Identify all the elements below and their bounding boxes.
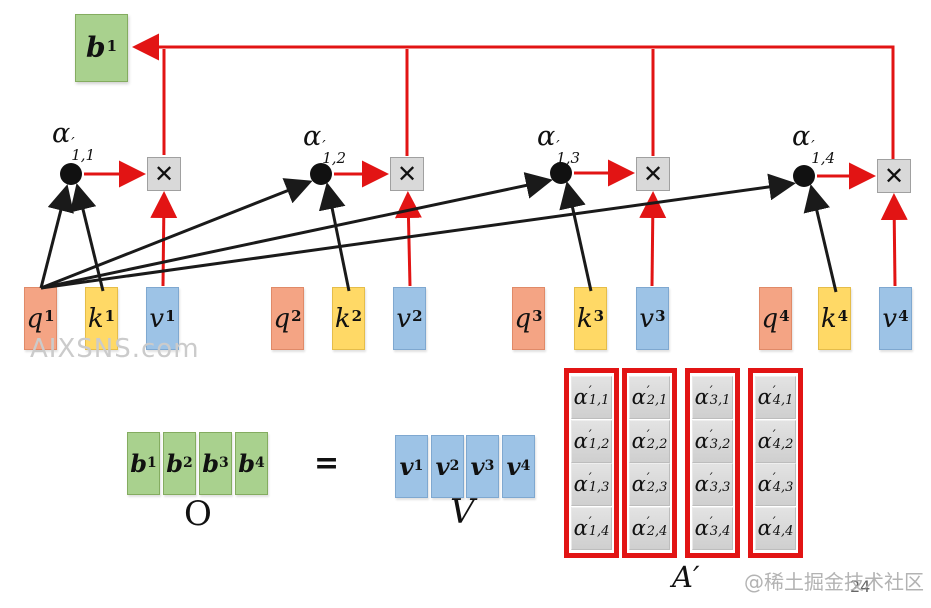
v1-box: v1 xyxy=(146,287,179,350)
watermark-left: AIXSNS.com xyxy=(30,334,200,364)
attention-dot-4 xyxy=(793,165,815,187)
matrix-column-4: α′4,1 α′4,2 α′4,3 α′4,4 xyxy=(748,368,803,558)
v-matrix-label: V xyxy=(450,492,475,532)
q1-box: q1 xyxy=(24,287,57,350)
alpha-1-2-label: α′1,2 xyxy=(303,121,347,167)
o-matrix-label: O xyxy=(184,494,212,534)
matrix-column-3: α′3,1 α′3,2 α′3,3 α′3,4 xyxy=(685,368,740,558)
matrix-cell-1-4: α′1,4 xyxy=(571,506,612,550)
k3-box: k3 xyxy=(574,287,607,350)
multiply-box-2: ✕ xyxy=(390,157,424,191)
matrix-cell-2-2: α′2,2 xyxy=(629,419,670,463)
matrix-cell-2-4: α′2,4 xyxy=(629,506,670,550)
k4-box: k4 xyxy=(818,287,851,350)
v-v4-box: v4 xyxy=(502,435,535,498)
v3-box: v3 xyxy=(636,287,669,350)
a-prime-matrix-label: A′ xyxy=(672,560,700,594)
k1-box: k1 xyxy=(85,287,118,350)
attention-dot-1 xyxy=(60,163,82,185)
o-b3-box: b3 xyxy=(199,432,232,495)
multiply-box-3: ✕ xyxy=(636,157,670,191)
matrix-cell-3-4: α′3,4 xyxy=(692,506,733,550)
watermark-right: @稀土掘金技术社区 xyxy=(744,570,924,594)
q4-box: q4 xyxy=(759,287,792,350)
matrix-cell-1-3: α′1,3 xyxy=(571,463,612,507)
v-v3-box: v3 xyxy=(466,435,499,498)
q3-box: q3 xyxy=(512,287,545,350)
matrix-column-1: α′1,1 α′1,2 α′1,3 α′1,4 xyxy=(564,368,619,558)
v-v1-box: v1 xyxy=(395,435,428,498)
multiply-box-4: ✕ xyxy=(877,159,911,193)
matrix-column-2: α′2,1 α′2,2 α′2,3 α′2,4 xyxy=(622,368,677,558)
page-number: 24 xyxy=(850,577,871,596)
b1-label: b1 xyxy=(85,31,117,64)
attention-dot-3 xyxy=(550,162,572,184)
alpha-1-4-label: α′1,4 xyxy=(792,121,836,167)
matrix-cell-1-2: α′1,2 xyxy=(571,419,612,463)
multiply-box-1: ✕ xyxy=(147,157,181,191)
matrix-cell-3-1: α′3,1 xyxy=(692,376,733,419)
o-b1-box: b1 xyxy=(127,432,160,495)
o-b4-box: b4 xyxy=(235,432,268,495)
o-b2-box: b2 xyxy=(163,432,196,495)
matrix-cell-3-2: α′3,2 xyxy=(692,419,733,463)
v2-box: v2 xyxy=(393,287,426,350)
matrix-cell-2-3: α′2,3 xyxy=(629,463,670,507)
v4-box: v4 xyxy=(879,287,912,350)
b1-output-box: b1 xyxy=(75,14,128,82)
k2-box: k2 xyxy=(332,287,365,350)
matrix-cell-4-2: α′4,2 xyxy=(755,419,796,463)
alpha-1-3-label: α′1,3 xyxy=(537,121,581,167)
equals-sign: = xyxy=(314,446,340,481)
matrix-cell-2-1: α′2,1 xyxy=(629,376,670,419)
alpha-1-1-label: α′1,1 xyxy=(52,118,96,164)
q2-box: q2 xyxy=(271,287,304,350)
v-v2-box: v2 xyxy=(431,435,464,498)
attention-dot-2 xyxy=(310,163,332,185)
matrix-cell-1-1: α′1,1 xyxy=(571,376,612,419)
matrix-cell-3-3: α′3,3 xyxy=(692,463,733,507)
matrix-cell-4-4: α′4,4 xyxy=(755,506,796,550)
matrix-cell-4-3: α′4,3 xyxy=(755,463,796,507)
matrix-cell-4-1: α′4,1 xyxy=(755,376,796,419)
